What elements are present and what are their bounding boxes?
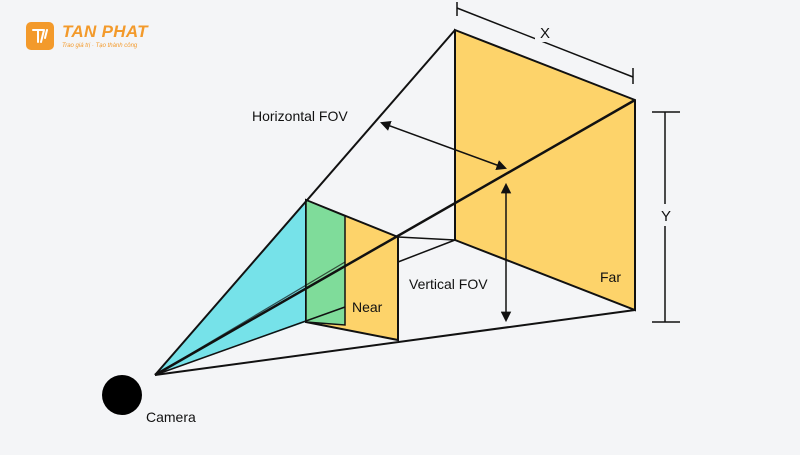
brand-tagline: Trao giá trị · Tạo thành công bbox=[62, 43, 138, 49]
camera-icon bbox=[102, 375, 142, 415]
y-label-bg bbox=[657, 204, 675, 226]
camera-label: Camera bbox=[146, 409, 196, 425]
near-label: Near bbox=[352, 299, 383, 315]
brand-mark-icon bbox=[26, 22, 54, 50]
connector-mid bbox=[397, 239, 456, 263]
horizontal-fov-label: Horizontal FOV bbox=[252, 108, 348, 124]
x-label: X bbox=[540, 25, 550, 42]
brand-logo: TAN PHAT Trao giá trị · Tạo thành công bbox=[26, 22, 148, 50]
horizontal-fov-arrow bbox=[380, 120, 507, 171]
edge-bottom bbox=[154, 309, 636, 376]
connector-top bbox=[397, 236, 456, 241]
brand-name: TAN PHAT bbox=[62, 22, 148, 41]
x-dimension-line bbox=[456, 7, 634, 78]
edge-top bbox=[154, 29, 456, 376]
far-plane bbox=[454, 28, 636, 312]
edge-center bbox=[154, 98, 636, 377]
x-label-bg bbox=[535, 22, 555, 42]
edge-inner-low bbox=[154, 306, 346, 376]
near-plane-overlap bbox=[305, 198, 346, 326]
y-label: Y bbox=[661, 208, 671, 225]
edge-inner-mid bbox=[154, 261, 346, 376]
vertical-fov-label: Vertical FOV bbox=[409, 276, 488, 292]
far-label: Far bbox=[600, 269, 621, 285]
